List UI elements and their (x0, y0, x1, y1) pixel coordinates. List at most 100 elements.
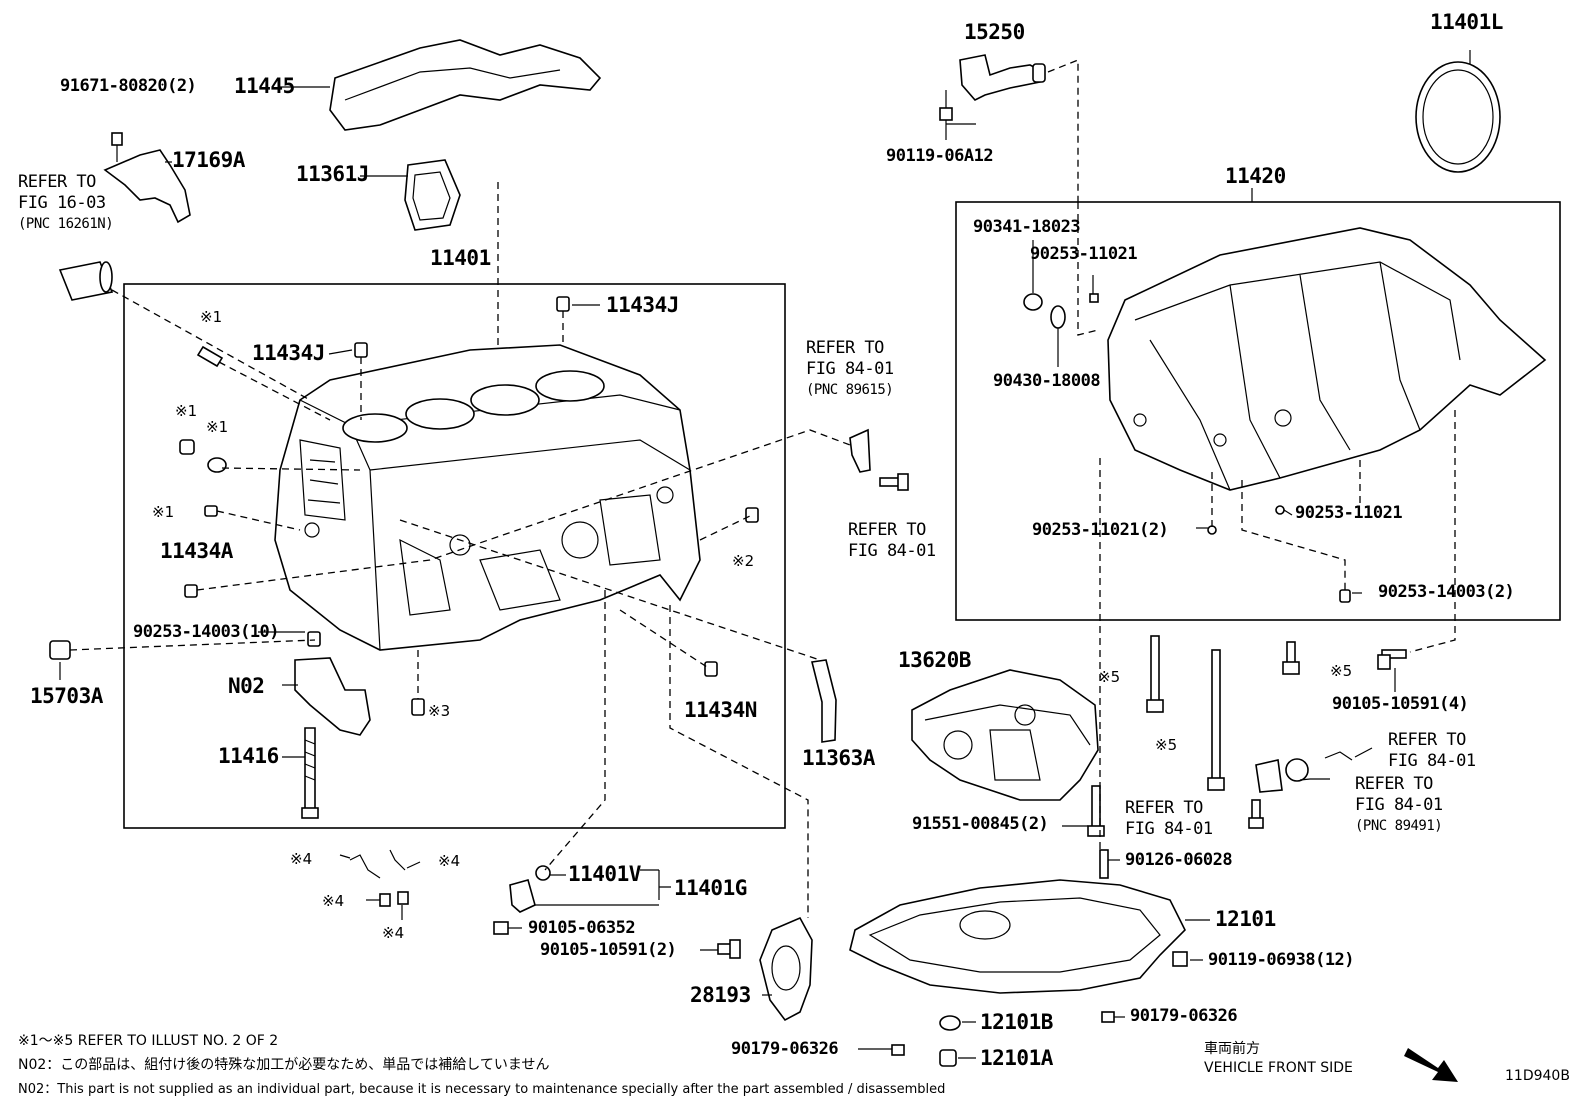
label-28193[interactable]: 28193 (690, 983, 751, 1007)
pin-m1 (196, 345, 224, 368)
label-15703A[interactable]: 15703A (30, 684, 103, 708)
nut-90179-a (1101, 1011, 1115, 1023)
stud-m5-b (1207, 649, 1225, 791)
clip-m4-b (389, 849, 406, 871)
plug-m1 (179, 439, 195, 455)
label-11434J-top[interactable]: 11434J (606, 293, 679, 317)
oring-11401V (535, 865, 551, 881)
vehicle-front-arrow (1404, 1048, 1458, 1082)
oil-pan-upper-frame (955, 201, 1561, 621)
label-12101A[interactable]: 12101A (980, 1046, 1053, 1070)
label-11401V[interactable]: 11401V (568, 862, 641, 886)
plug-90253-14003-2 (1339, 589, 1351, 603)
seal-11401L (1415, 61, 1501, 173)
label-17169A[interactable]: 17169A (172, 148, 245, 172)
sensor-15250 (959, 54, 1046, 101)
label-11420[interactable]: 11420 (1225, 164, 1286, 188)
label-15250[interactable]: 15250 (964, 20, 1025, 44)
label-91671-80820[interactable]: 91671-80820(2) (60, 76, 197, 96)
bolt-ref-84-01 (1248, 799, 1264, 829)
label-11401[interactable]: 11401 (430, 246, 491, 270)
label-90430-18008[interactable]: 90430-18008 (993, 371, 1101, 391)
label-90253-14003-2[interactable]: 90253-14003(2) (1378, 582, 1515, 602)
note-n02-japanese: N02：この部品は、組付け後の特殊な加工が必要なため、単品では補給していません (18, 1057, 550, 1073)
plug-15703A (49, 640, 71, 660)
label-11401G[interactable]: 11401G (674, 876, 747, 900)
mark-5-b: ※5 (1155, 736, 1178, 754)
bolt-90105-06352 (493, 921, 509, 935)
mark-4-a: ※4 (290, 850, 313, 868)
mark-1-pin: ※1 (200, 308, 223, 326)
sensor-ref-84-01-a (849, 428, 871, 473)
mark-2: ※2 (732, 552, 755, 570)
label-11434N[interactable]: 11434N (684, 698, 757, 722)
label-90253-14003-10[interactable]: 90253-14003(10) (133, 622, 280, 642)
pin-11434J-top (556, 296, 570, 312)
label-N02[interactable]: N02 (228, 674, 265, 698)
label-90105-06352[interactable]: 90105-06352 (528, 918, 636, 938)
pin-m2 (745, 507, 759, 523)
pin-11434N (704, 661, 718, 677)
mark-3: ※3 (428, 702, 451, 720)
mark-5-c: ※5 (1330, 662, 1353, 680)
bracket-17169A (103, 149, 191, 224)
bolt-91551 (1087, 785, 1105, 837)
plug-90253-11021-b (1275, 505, 1285, 515)
sensor-ref-84-01-c (1285, 758, 1309, 782)
mark-1-pin-b: ※1 (152, 503, 175, 521)
union-11401G (509, 879, 536, 913)
plug-12101A (939, 1049, 957, 1067)
bolt-90119-06938 (1172, 951, 1188, 967)
gasket-90430 (1050, 305, 1066, 329)
label-11434A[interactable]: 11434A (160, 539, 233, 563)
vehicle-front-jp: 車両前方 (1204, 1041, 1260, 1057)
label-13620B[interactable]: 13620B (898, 648, 971, 672)
pin-11434A (184, 584, 198, 598)
label-90119-06938[interactable]: 90119-06938(12) (1208, 950, 1355, 970)
pin-m1b (204, 505, 218, 517)
bolt-m5-c (1282, 641, 1300, 675)
label-90179-06326-a[interactable]: 90179-06326 (1130, 1006, 1238, 1026)
vehicle-front-en: VEHICLE FRONT SIDE (1204, 1060, 1353, 1076)
gasket-28193 (759, 916, 813, 1022)
mark-1-ring: ※1 (206, 418, 229, 436)
pin-m3 (411, 698, 425, 716)
label-90105-10591-2[interactable]: 90105-10591(2) (540, 940, 677, 960)
ring-m1 (207, 457, 227, 473)
label-11363A[interactable]: 11363A (802, 746, 875, 770)
label-11401L[interactable]: 11401L (1430, 10, 1503, 34)
label-90179-06326-b[interactable]: 90179-06326 (731, 1039, 839, 1059)
plug-90341 (1023, 293, 1043, 311)
label-11434J-left[interactable]: 11434J (252, 341, 325, 365)
gasket-11361J (404, 159, 461, 231)
bolt-ref-84-01-a (879, 473, 909, 491)
label-90253-11021-2[interactable]: 90253-11021(2) (1032, 520, 1169, 540)
label-91551-00845[interactable]: 91551-00845(2) (912, 814, 1049, 834)
label-90105-10591-4[interactable]: 90105-10591(4) (1332, 694, 1469, 714)
label-11416[interactable]: 11416 (218, 744, 279, 768)
label-90253-11021-b[interactable]: 90253-11021 (1295, 503, 1403, 523)
pipe-11363A (811, 659, 837, 743)
stud-m5-a (1146, 635, 1164, 713)
label-90253-11021-a[interactable]: 90253-11021 (1030, 244, 1138, 264)
label-90119-06A12[interactable]: 90119-06A12 (886, 146, 994, 166)
label-12101B[interactable]: 12101B (980, 1010, 1053, 1034)
insulator-11445 (329, 39, 602, 131)
label-90341-18023[interactable]: 90341-18023 (973, 217, 1081, 237)
bolt-90105-10591-4 (1377, 649, 1407, 670)
mark-4-b: ※4 (438, 852, 461, 870)
label-12101[interactable]: 12101 (1215, 907, 1276, 931)
label-11361J[interactable]: 11361J (296, 162, 369, 186)
oil-pan-upper-drawing (1107, 227, 1547, 491)
oil-pump-13620B (911, 669, 1099, 801)
bolt-m4-c (379, 893, 391, 907)
label-11445[interactable]: 11445 (234, 74, 295, 98)
bolt-90119-06A12 (939, 107, 953, 121)
label-90126-06028[interactable]: 90126-06028 (1125, 850, 1233, 870)
